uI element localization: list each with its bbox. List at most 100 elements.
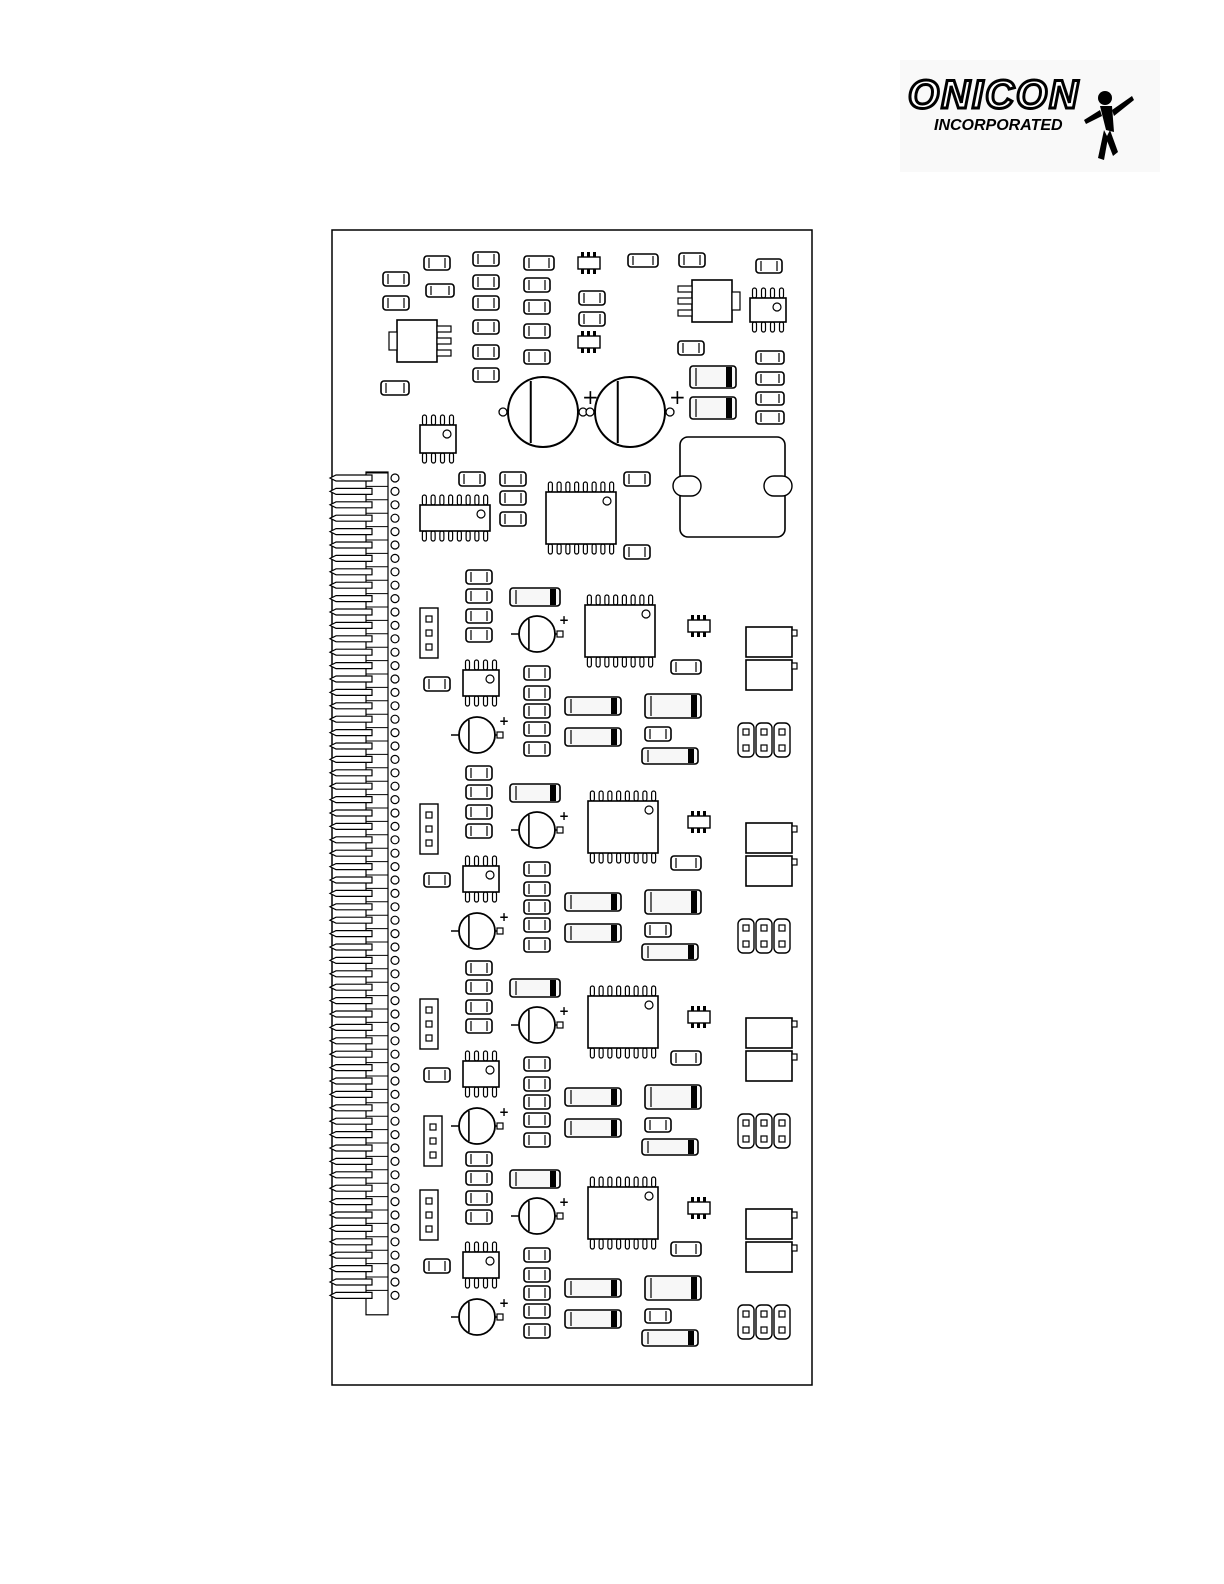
pcb-shape bbox=[557, 1022, 563, 1028]
smd-resistor bbox=[756, 372, 784, 385]
pcb-shape bbox=[391, 1211, 399, 1219]
pcb-shape bbox=[519, 1198, 555, 1234]
pcb-shape bbox=[330, 1132, 372, 1138]
pcb-shape bbox=[587, 348, 590, 353]
smd-resistor bbox=[466, 1000, 492, 1014]
pcb-shape bbox=[473, 275, 499, 289]
pcb-shape bbox=[391, 1010, 399, 1018]
pcb-shape bbox=[590, 1177, 594, 1187]
pcb-shape bbox=[330, 1225, 372, 1231]
pcb-shape: + bbox=[499, 910, 509, 924]
pcb-shape bbox=[391, 1184, 399, 1192]
channel-1-electrolytic-capacitor-b: + bbox=[451, 714, 509, 753]
channel-1-smd-capacitor-d bbox=[645, 694, 701, 718]
channel-2-smd-capacitor bbox=[510, 784, 560, 802]
smd-resistor bbox=[756, 411, 784, 424]
pcb-shape bbox=[524, 1304, 550, 1318]
pcb-shape bbox=[389, 332, 397, 350]
pcb-shape bbox=[441, 415, 445, 425]
pcb-shape bbox=[779, 1136, 785, 1142]
connector-pin bbox=[330, 888, 399, 897]
pcb-shape bbox=[691, 632, 694, 637]
pcb-shape bbox=[746, 823, 792, 853]
pcb-shape bbox=[779, 941, 785, 947]
smd-resistor bbox=[466, 589, 492, 603]
channel-2-ic-opamp bbox=[463, 856, 499, 902]
pcb-shape bbox=[587, 269, 590, 274]
connector-pin bbox=[330, 781, 399, 790]
ic-microcontroller bbox=[546, 482, 616, 554]
pcb-shape bbox=[746, 1242, 792, 1272]
pcb-shape bbox=[330, 944, 372, 950]
pcb-shape bbox=[466, 1171, 492, 1185]
pcb-shape bbox=[391, 782, 399, 790]
pcb-shape bbox=[738, 1305, 754, 1339]
smd-resistor bbox=[624, 545, 650, 559]
pcb-shape bbox=[391, 1171, 399, 1179]
pcb-shape bbox=[617, 1239, 621, 1249]
pcb-shape bbox=[450, 453, 454, 463]
pcb-shape bbox=[779, 1311, 785, 1317]
pcb-shape bbox=[762, 322, 766, 332]
pcb-shape bbox=[703, 1197, 706, 1202]
pcb-shape bbox=[391, 863, 399, 871]
channel-2-relay-a bbox=[746, 823, 797, 853]
pcb-shape bbox=[579, 291, 605, 305]
pcb-shape bbox=[391, 715, 399, 723]
pcb-shape bbox=[678, 341, 704, 355]
channel-1-smd-capacitor-c bbox=[565, 728, 621, 746]
pcb-shape bbox=[611, 894, 617, 910]
pcb-shape bbox=[391, 983, 399, 991]
smd-capacitor-large bbox=[690, 366, 736, 388]
pcb-shape bbox=[330, 810, 372, 816]
pcb-shape bbox=[625, 1177, 629, 1187]
pcb-shape bbox=[432, 453, 436, 463]
pcb-shape bbox=[391, 541, 399, 549]
pcb-shape bbox=[330, 529, 372, 535]
pcb-shape bbox=[599, 791, 603, 801]
connector-pin bbox=[330, 929, 399, 938]
pcb-shape bbox=[688, 749, 694, 763]
smd-resistor bbox=[424, 677, 450, 691]
pcb-shape bbox=[484, 1242, 488, 1252]
smd-resistor bbox=[473, 252, 499, 266]
smd-resistor bbox=[424, 256, 450, 270]
pcb-shape bbox=[596, 657, 600, 667]
pcb-shape bbox=[524, 1324, 550, 1338]
smd-resistor bbox=[524, 1095, 550, 1109]
channel-4-relay-a bbox=[746, 1209, 797, 1239]
pcb-shape bbox=[475, 892, 479, 902]
pcb-shape bbox=[756, 259, 782, 273]
pcb-shape: + bbox=[559, 809, 569, 823]
pcb-shape bbox=[484, 1087, 488, 1097]
pcb-shape bbox=[691, 811, 694, 816]
pcb-shape bbox=[581, 331, 584, 336]
pcb-shape bbox=[330, 984, 372, 990]
smd-resistor bbox=[645, 1309, 671, 1323]
pcb-shape bbox=[593, 269, 596, 274]
pcb-shape bbox=[330, 1011, 372, 1017]
pcb-shape bbox=[330, 542, 372, 548]
pcb-shape bbox=[466, 785, 492, 799]
pcb-shape bbox=[593, 331, 596, 336]
sot-transistor bbox=[578, 331, 600, 353]
pcb-shape bbox=[497, 1314, 503, 1320]
pcb-shape bbox=[746, 856, 792, 886]
smd-resistor bbox=[524, 900, 550, 914]
channel-2-smd-capacitor-c bbox=[565, 924, 621, 942]
pcb-shape bbox=[443, 430, 451, 438]
channel-1-pin-header bbox=[420, 608, 438, 658]
pcb-shape bbox=[430, 1124, 436, 1130]
smd-resistor bbox=[381, 381, 409, 395]
pcb-shape bbox=[688, 1331, 694, 1345]
pcb-shape bbox=[688, 816, 710, 828]
pcb-shape bbox=[617, 1177, 621, 1187]
pcb-shape bbox=[330, 596, 372, 602]
channel-3-pin-header-b bbox=[424, 1116, 442, 1166]
pcb-shape bbox=[688, 1202, 710, 1214]
pcb-shape bbox=[792, 1212, 797, 1218]
pcb-shape bbox=[732, 292, 740, 310]
pcb-shape bbox=[691, 695, 697, 717]
pcb-shape bbox=[743, 1120, 749, 1126]
connector-pin bbox=[330, 486, 399, 495]
